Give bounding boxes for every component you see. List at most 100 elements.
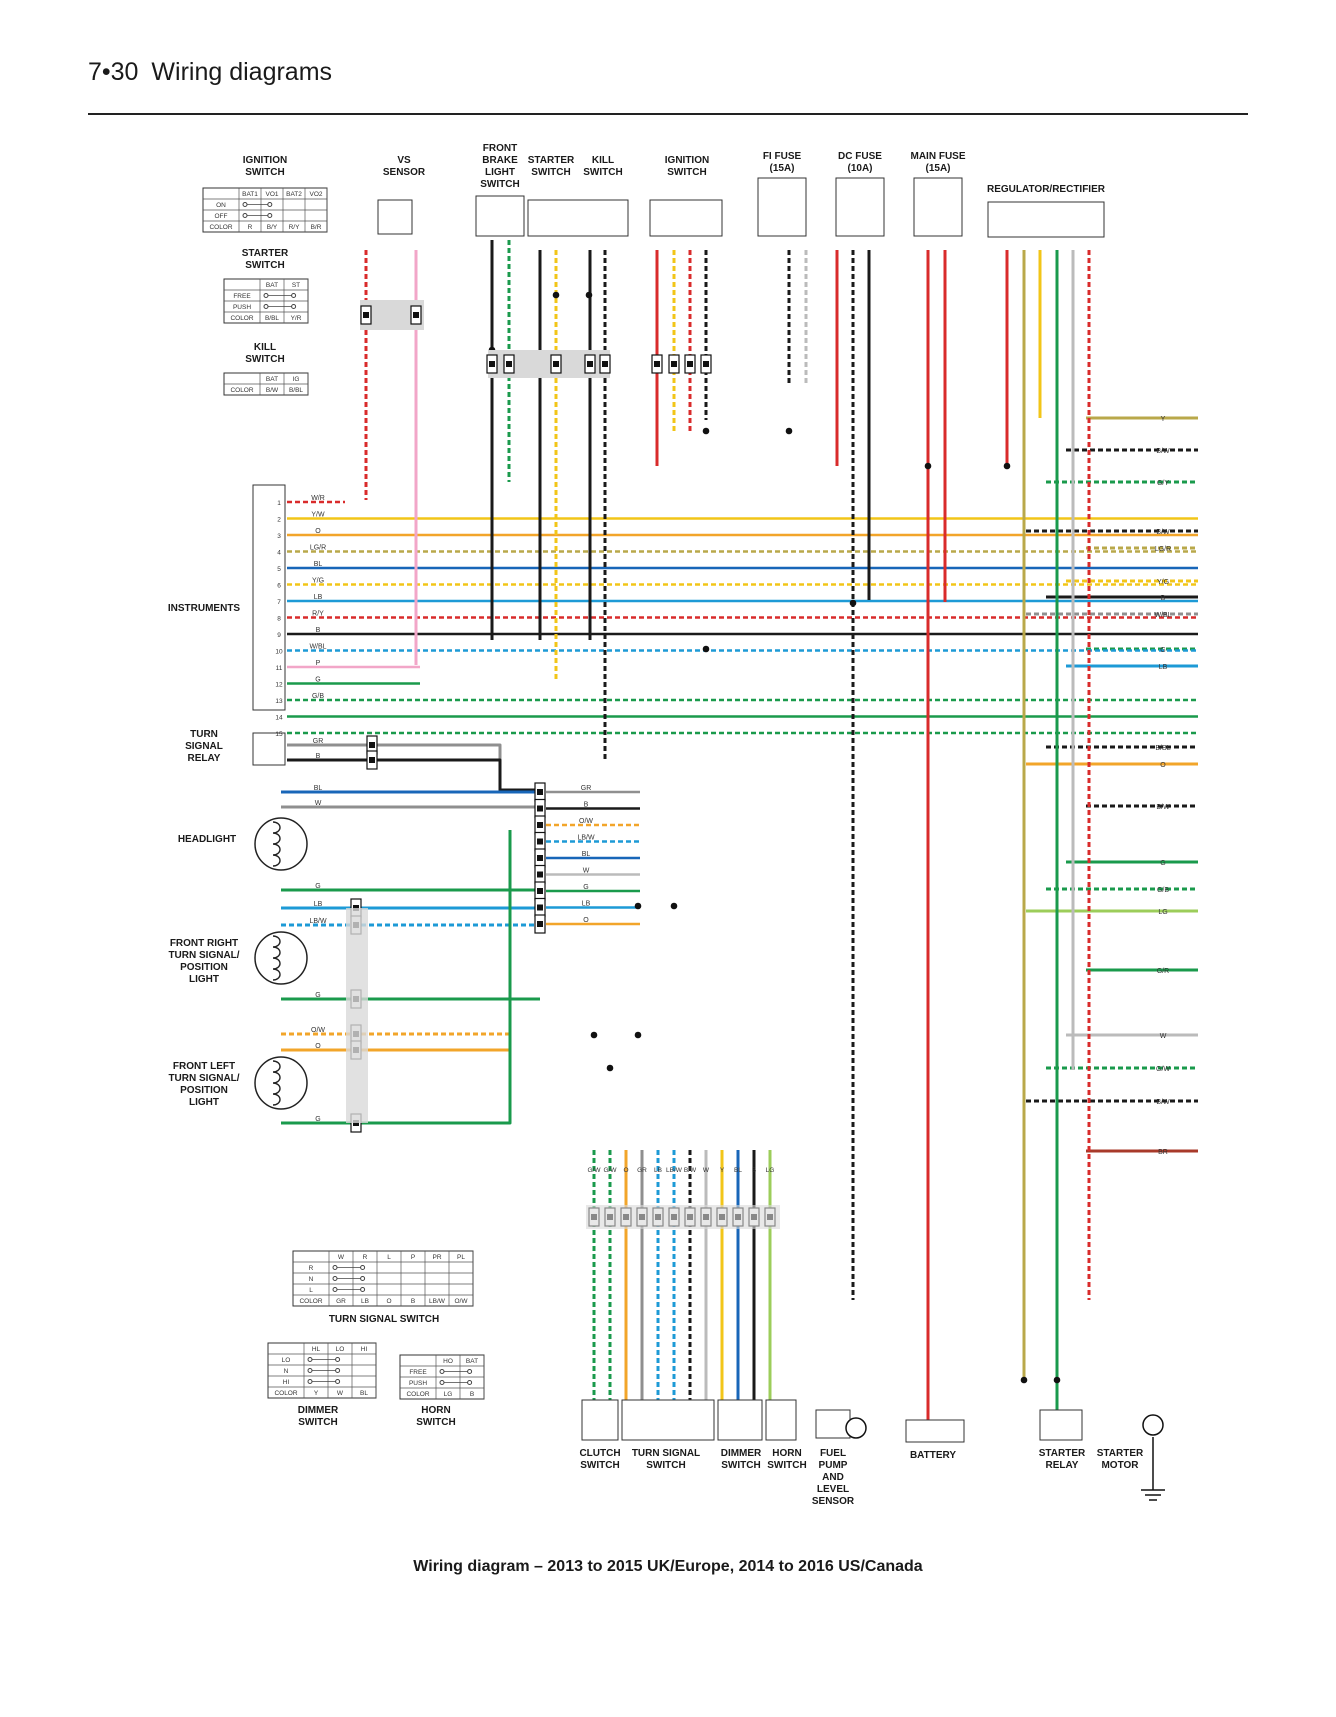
instrument-pin-number-12: 12: [275, 682, 283, 689]
turn-signal-switch-table-color-5: O/W: [455, 1298, 469, 1305]
harness-label-B/W: B/W: [1156, 448, 1170, 455]
turn-signal-switch-table-contact: [360, 1265, 366, 1270]
vs-connector-pin-core: [363, 312, 369, 318]
relay-wire-label-B: B: [316, 753, 321, 760]
turn-signal-switch-table-title: TURN SIGNAL SWITCH: [329, 1314, 439, 1325]
horn-switch-body: [765, 1399, 797, 1441]
front-left-wire-O: [281, 830, 512, 1052]
vs-connector-pin-core: [413, 312, 419, 318]
turn-signal-switch-title-line-1: TURN SIGNAL: [632, 1448, 700, 1459]
harness-label-B/W: B/W: [1156, 1099, 1170, 1106]
ignition-switch-table-col-BAT2: BAT2: [286, 191, 302, 198]
dc-fuse-title-line-2: (10A): [847, 163, 872, 174]
horn-switch-table-title-line-2: SWITCH: [416, 1417, 455, 1428]
harness-label-W/BL: W/BL: [1154, 612, 1171, 619]
starter-switch-table-title-line-2: SWITCH: [245, 260, 284, 271]
harness-block-pin-core: [537, 871, 543, 878]
starter-kill-switch-body: [527, 199, 629, 237]
harness-block-pin-core: [537, 805, 543, 812]
starter-relay-title-line-1: STARTER: [1039, 1448, 1086, 1459]
ignition-switch-table-contact: [242, 213, 248, 218]
ignition-connector-pin-core: [671, 361, 677, 367]
vs-sensor-title-line-1: VS: [397, 155, 411, 166]
harness-label-B/W: B/W: [1156, 529, 1170, 536]
kill-switch-table-color-0: B/W: [266, 387, 279, 394]
instrument-wire-label-LB: LB: [314, 594, 323, 601]
turn-signal-switch-table-col-P: P: [411, 1254, 415, 1261]
starter-relay-title-line-2: RELAY: [1046, 1460, 1079, 1471]
front-brake-switch-title-line-4: SWITCH: [480, 179, 519, 190]
turn-signal-relay-title-line-1: TURN: [190, 729, 218, 740]
ignition-switch-table-color-1: B/Y: [267, 224, 278, 231]
horn-switch-table-contact: [439, 1380, 445, 1385]
dimmer-switch-table-col-HI: HI: [361, 1346, 368, 1353]
ignition-switch-table-col-BAT1: BAT1: [242, 191, 258, 198]
instrument-wire-label-BL: BL: [314, 561, 323, 568]
turn-signal-switch-table-col-PR: PR: [432, 1254, 441, 1261]
harness-block-label-LB: LB: [582, 901, 591, 908]
front-right-title-line-3: POSITION: [180, 962, 228, 973]
starter-relay-body: [1039, 1409, 1083, 1441]
junction-dot-10: [606, 1064, 614, 1072]
harness-label-G/R: G/R: [1157, 968, 1169, 975]
dc-fuse-title-line-1: DC FUSE: [838, 151, 882, 162]
front-right-bulb-housing: [254, 931, 308, 985]
instrument-pin-number-15: 15: [275, 731, 283, 738]
dimmer-switch-table-color-0: Y: [314, 1390, 319, 1397]
instrument-pin-number-10: 10: [275, 649, 283, 656]
instrument-pin-number-14: 14: [275, 715, 283, 722]
harness-block-pin-core: [537, 855, 543, 861]
headlight-wire-label-G: G: [315, 883, 320, 890]
ignition-switch-table-contact: [267, 213, 273, 218]
main-fuse-body: [913, 177, 963, 237]
front-left-title-line-1: FRONT LEFT: [173, 1061, 235, 1072]
turn-signal-switch-table-row-R: R: [309, 1265, 314, 1272]
dimmer-switch-table-title-line-1: DIMMER: [298, 1405, 339, 1416]
instruments-body: [252, 484, 286, 711]
ignition-switch-table-color-0: R: [248, 224, 253, 231]
harness-block-pin-core: [537, 888, 543, 894]
starter-switch-title-line-1: STARTER: [528, 155, 575, 166]
front-brake-switch-title-line-2: BRAKE: [482, 155, 518, 166]
vs-sensor-body: [377, 199, 413, 235]
instrument-pin-number-8: 8: [277, 616, 281, 623]
harness-label-Y: Y: [1161, 416, 1166, 423]
harness-label-LG/R: LG/R: [1155, 546, 1171, 553]
harness-block-label-G: G: [583, 884, 588, 891]
dimmer-switch-table-contact: [307, 1357, 313, 1362]
starter-switch-table-title-line-1: STARTER: [242, 248, 289, 259]
starter-switch-table-color-1: Y/R: [291, 315, 302, 322]
junction-dot-2: [585, 291, 593, 299]
dimmer-switch-title-line-1: DIMMER: [721, 1448, 762, 1459]
harness-block-pin-core: [537, 921, 543, 927]
harness-block-label-LB/W: LB/W: [577, 835, 595, 842]
turn-signal-switch-table-col-W: W: [338, 1254, 345, 1261]
starter-switch-table-col-BAT: BAT: [266, 282, 278, 289]
turn-signal-switch-table-row-N: N: [309, 1276, 314, 1283]
horn-switch-table-contact: [467, 1380, 473, 1385]
page-ref: 7•30: [88, 58, 139, 86]
harness-block-pin-core: [537, 789, 543, 795]
bottom-wire-code-0: G/W: [588, 1167, 602, 1174]
ignition-switch-table-row-ON: ON: [216, 202, 226, 209]
turn-signal-switch-table-frame: [292, 1250, 474, 1307]
ignition-switch-table-row-OFF: OFF: [215, 213, 228, 220]
instrument-wire-label-Y/W: Y/W: [311, 512, 325, 519]
turn-signal-switch-table-contact: [332, 1265, 338, 1270]
dimmer-switch-table-contact: [335, 1357, 341, 1362]
dimmer-switch-title-line-2: SWITCH: [721, 1460, 760, 1471]
harness-label-W: W: [1160, 1033, 1167, 1040]
front-left-bulb-housing: [254, 1056, 308, 1110]
fuel-pump-title-line-3: AND: [822, 1472, 844, 1483]
bottom-wire-code-6: B/W: [684, 1167, 697, 1174]
turn-signal-switch-table-col-L: L: [387, 1254, 391, 1261]
bottom-wire-code-11: LG: [766, 1167, 775, 1174]
junction-dot-7: [849, 599, 857, 607]
harness-label-B/BL: B/BL: [1155, 745, 1170, 752]
harness-label-G/B: G/B: [1157, 887, 1169, 894]
harness-label-Y/G: Y/G: [1157, 579, 1169, 586]
dimmer-switch-table-contact: [307, 1368, 313, 1373]
harness-label-G: G: [1160, 860, 1165, 867]
harness-label-BR: BR: [1158, 1149, 1168, 1156]
ignition-switch-title-line-2: SWITCH: [667, 167, 706, 178]
